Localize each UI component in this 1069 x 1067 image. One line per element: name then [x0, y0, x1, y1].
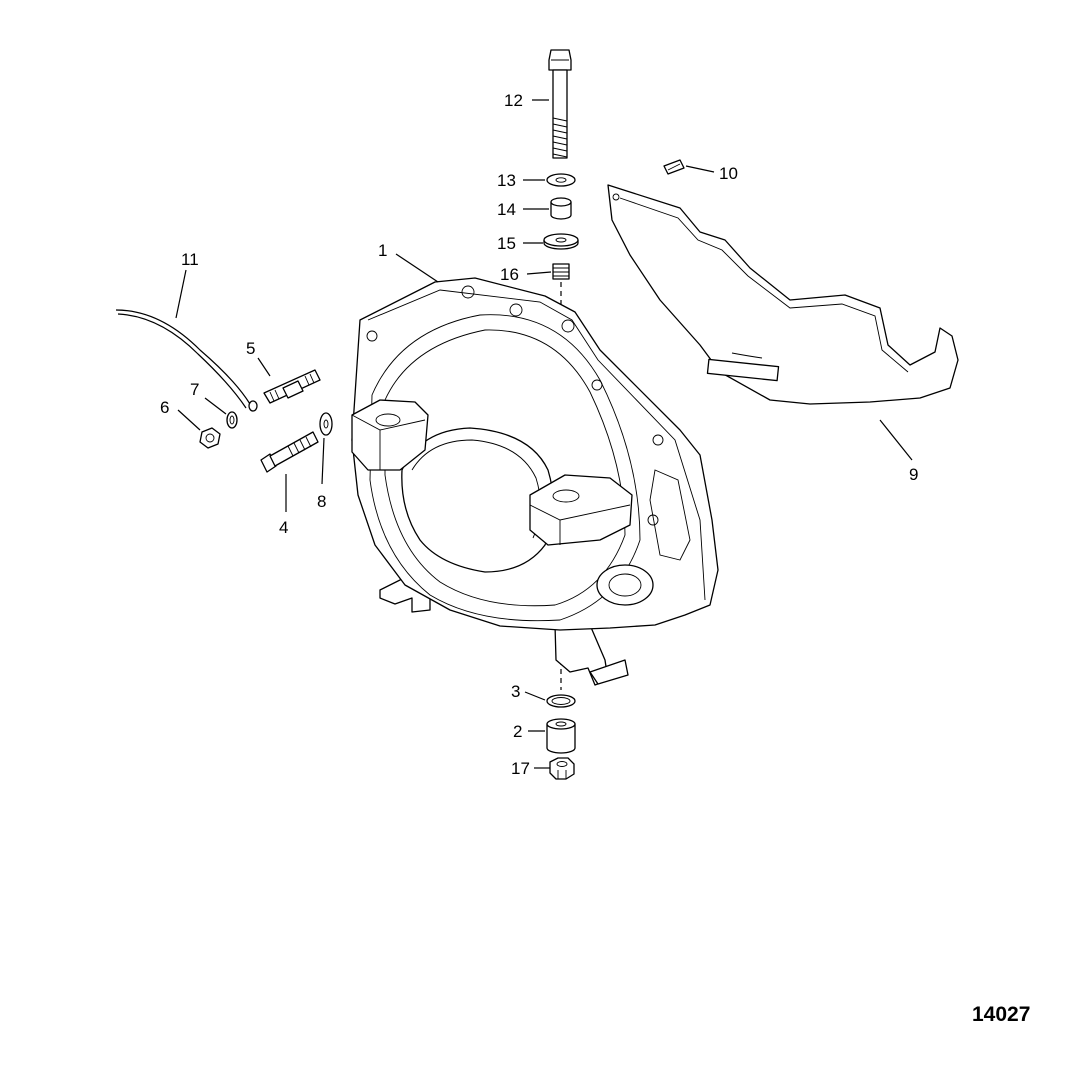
callout-16: 16: [500, 265, 519, 284]
part-15-washer: [543, 233, 579, 250]
part-6-nut: [199, 427, 221, 449]
callout-labels: 1 2 3 4 5 6 7 8 9 10 11 12 13 14 15 16 1…: [160, 91, 918, 778]
callout-5: 5: [246, 339, 255, 358]
callout-1: 1: [378, 241, 387, 260]
callout-11: 11: [181, 250, 199, 269]
callout-6: 6: [160, 398, 169, 417]
part-2-bushing: [546, 718, 576, 754]
callout-4: 4: [279, 518, 288, 537]
callout-17: 17: [511, 759, 530, 778]
part-12-bolt: [548, 49, 572, 159]
part-8-washer: [319, 412, 333, 436]
callout-2: 2: [513, 722, 522, 741]
callout-10: 10: [719, 164, 738, 183]
part-4-bolt: [260, 431, 319, 473]
callout-8: 8: [317, 492, 326, 511]
part-1-flywheel-housing: [351, 277, 719, 686]
part-17-nut: [549, 757, 575, 780]
part-7-lockwasher: [226, 411, 238, 429]
part-16-insert: [552, 263, 570, 280]
callout-13: 13: [497, 171, 516, 190]
part-11-cable: [115, 309, 258, 412]
part-14-bushing: [550, 197, 572, 220]
callout-7: 7: [190, 380, 199, 399]
callout-3: 3: [511, 682, 520, 701]
callout-12: 12: [504, 91, 523, 110]
part-9-cover-shield: [607, 184, 959, 405]
leader-lines: [175, 99, 913, 769]
part-3-washer: [546, 694, 576, 708]
callout-9: 9: [909, 465, 918, 484]
figure-id: 14027: [972, 1003, 1030, 1026]
part-13-washer: [546, 173, 576, 187]
part-5-stud: [263, 369, 321, 404]
part-10-screw: [663, 159, 685, 175]
callout-14: 14: [497, 200, 516, 219]
callout-15: 15: [497, 234, 516, 253]
